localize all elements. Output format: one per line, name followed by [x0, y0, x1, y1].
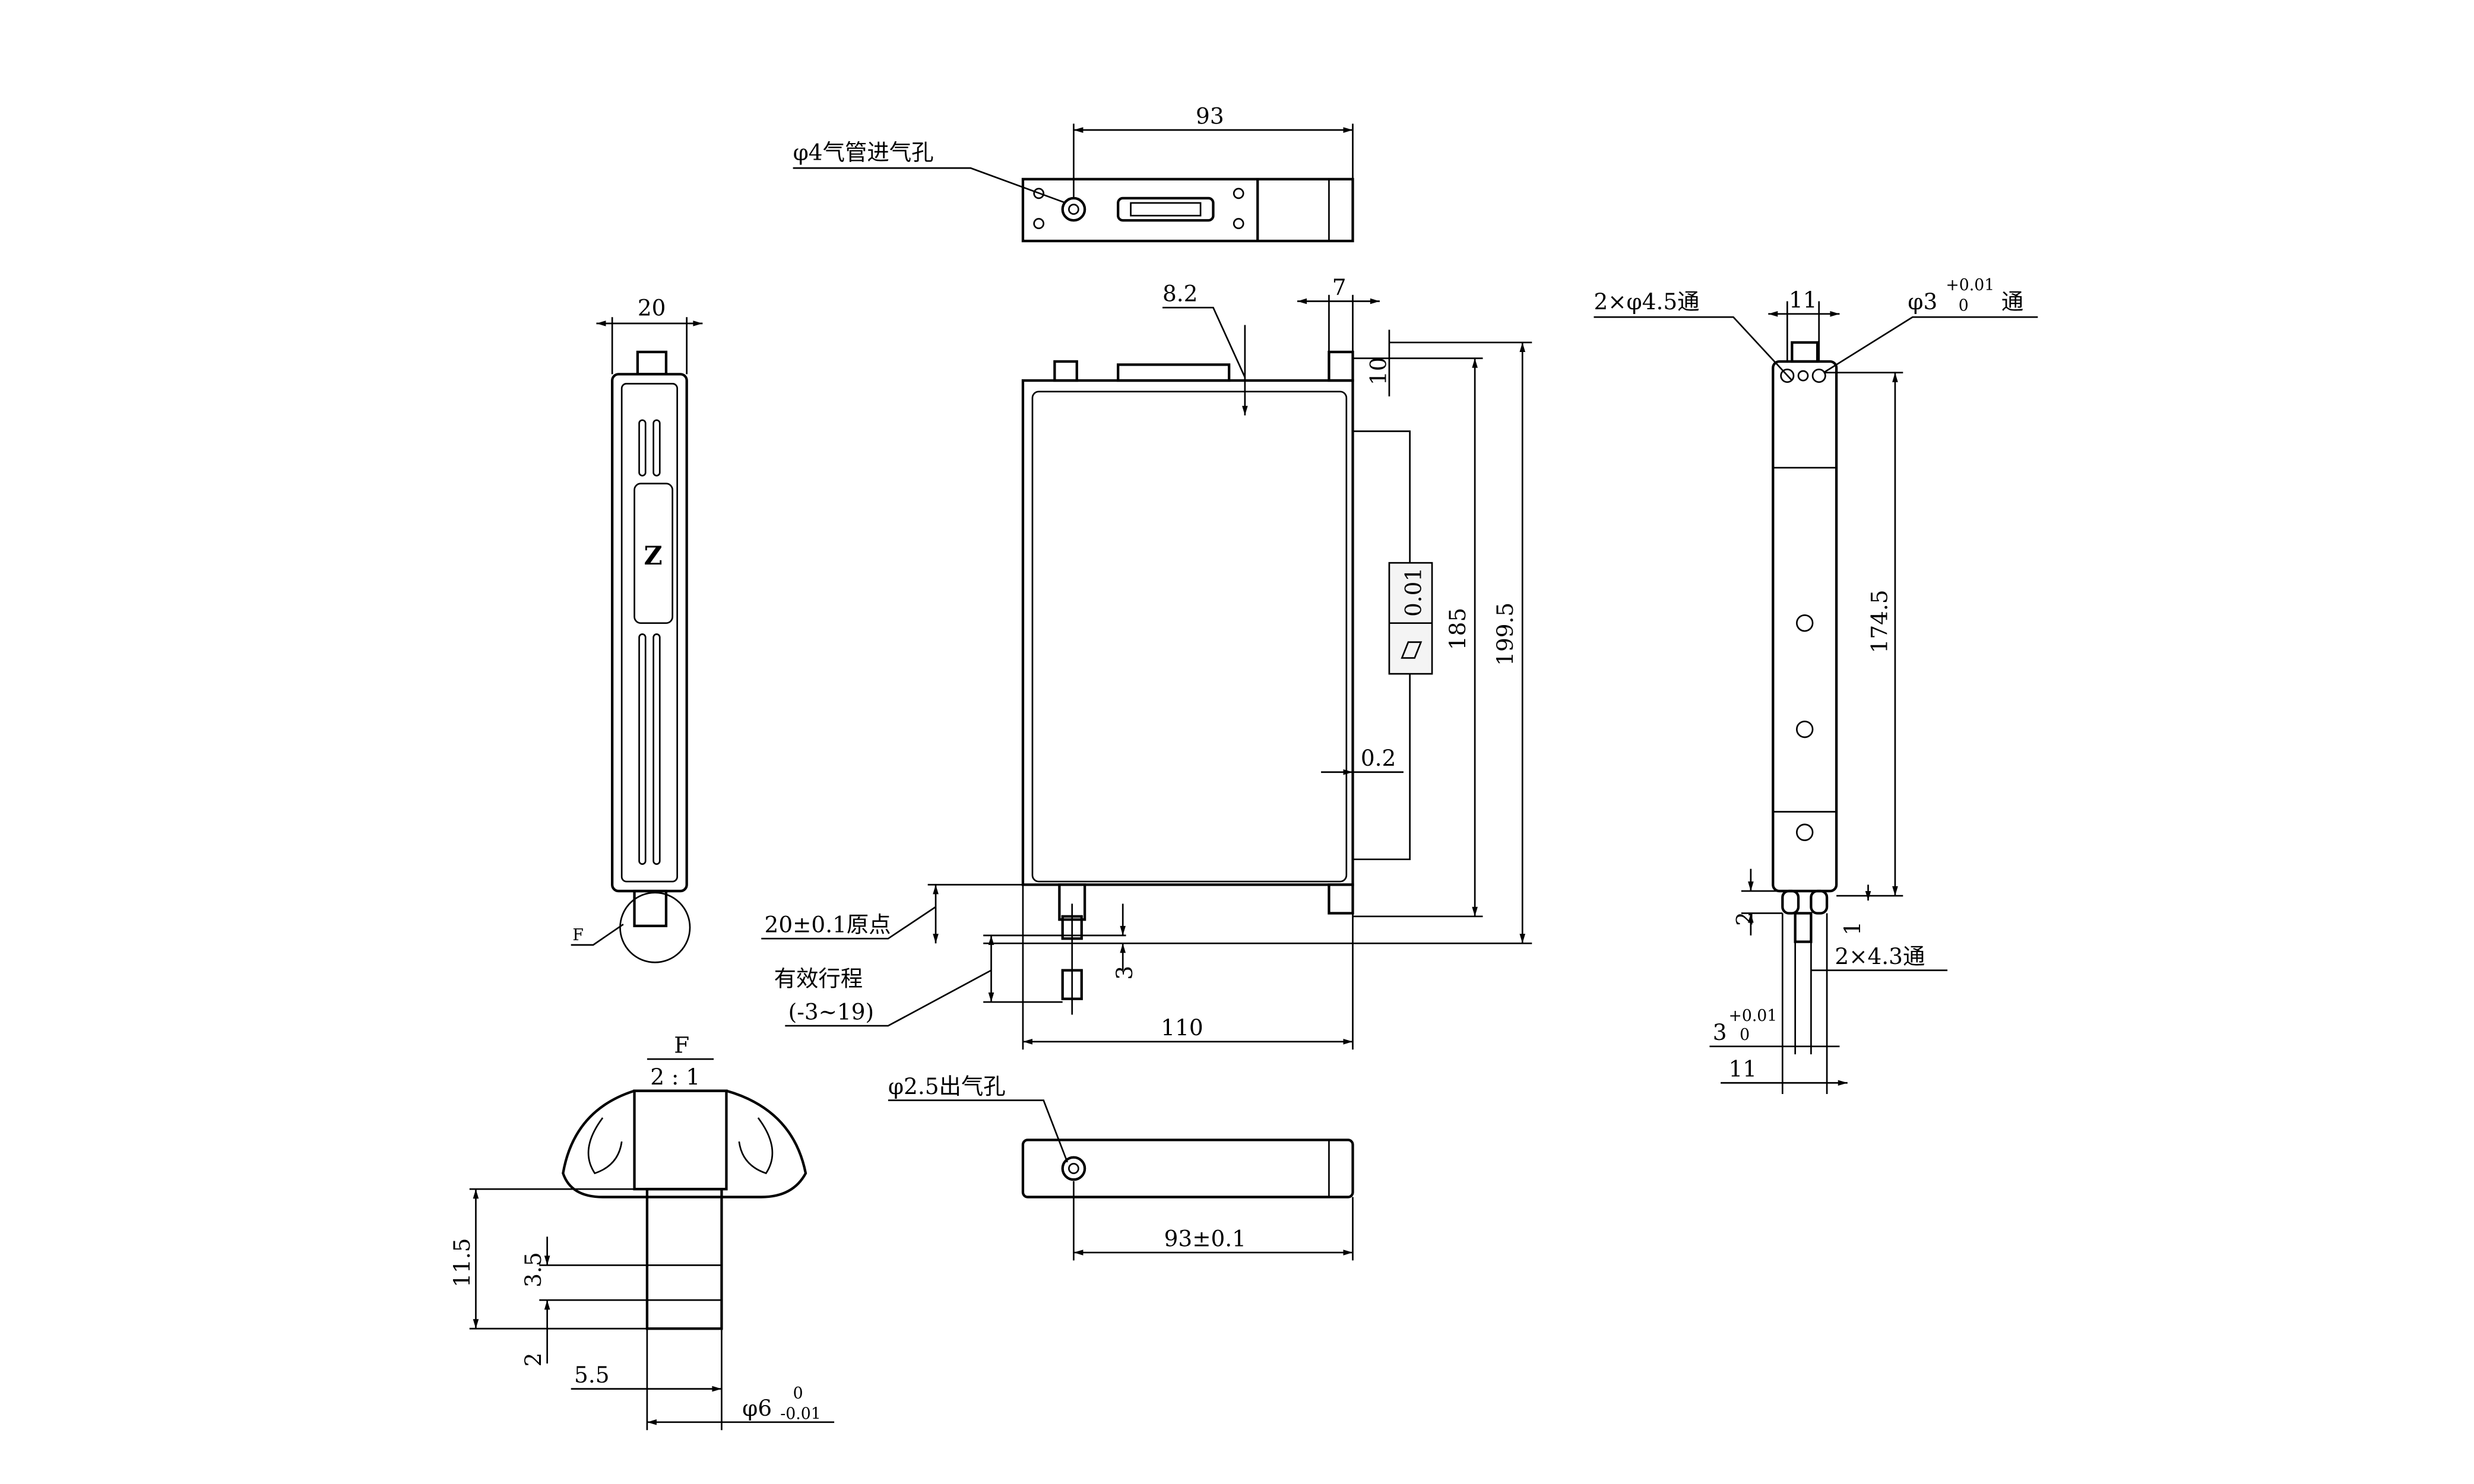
bottom-view: φ2.5出气孔 93±0.1: [888, 1073, 1354, 1261]
flatness-icon: [1401, 641, 1423, 659]
dia-tol-upper: 0: [793, 1384, 803, 1403]
right-view: 2×φ4.5通 11 φ3 +0.01 0 通 174.5 2 1 2×4.3通…: [1594, 276, 2038, 1094]
dia-tol-lower: -0.01: [780, 1404, 821, 1423]
dim-8-2: 8.2: [1162, 280, 1198, 306]
origin-label: 20±0.1原点: [765, 912, 891, 938]
inlet-label: φ4气管进气孔: [793, 139, 934, 166]
pin-hole-label: φ3: [1908, 288, 1937, 315]
pin-hole-icon: [1811, 368, 1826, 383]
mount-hole-icon: [1780, 368, 1795, 383]
detail-title: F: [674, 1032, 689, 1058]
stroke-label: 有效行程: [774, 965, 863, 991]
dim-3: 3: [1111, 966, 1138, 980]
side-view: Z 20 F: [571, 295, 703, 963]
slots-label: 2×4.3通: [1835, 943, 1925, 969]
detail-f-circle: [619, 892, 691, 963]
detail-ref-f: F: [572, 926, 584, 944]
connector-icon: [1117, 196, 1215, 222]
dim-20: 20: [638, 295, 666, 321]
dim-110: 110: [1161, 1014, 1203, 1041]
pin-tol-lower: 0: [1959, 297, 1969, 315]
dim-174-5: 174.5: [1867, 589, 1893, 653]
stroke-range: (-3~19): [788, 998, 874, 1025]
dim-2: 2: [520, 1353, 546, 1367]
logo-plate: [633, 483, 673, 624]
dim-11-top: 11: [1789, 287, 1817, 313]
tol-upper: +0.01: [1728, 1007, 1777, 1025]
holes-label: 2×φ4.5通: [1594, 288, 1699, 315]
flatness-value: 0.01: [1400, 567, 1426, 617]
dim-3-bottom: 3: [1713, 1019, 1727, 1045]
dim-2: 2: [1732, 912, 1758, 926]
dim-3-5: 3.5: [520, 1252, 546, 1287]
logo-z: Z: [644, 541, 663, 571]
dim-11-bottom: 11: [1728, 1056, 1757, 1082]
detail-scale: 2 : 1: [650, 1064, 700, 1090]
outlet-fitting-icon: [1061, 1156, 1086, 1181]
dim-1: 1: [1839, 921, 1865, 936]
dim-185: 185: [1445, 608, 1471, 650]
dim-199-5: 199.5: [1492, 603, 1518, 666]
dim-0-2: 0.2: [1361, 745, 1396, 771]
top-view: 93 φ4气管进气孔: [793, 103, 1354, 243]
dim-93: 93: [1196, 103, 1224, 129]
dim-5-5: 5.5: [574, 1362, 609, 1388]
dia-label: φ6: [742, 1395, 772, 1421]
front-view: 8.2 7 10 0.01 0.2 185 199.5 20±0.1原点 有效行…: [761, 274, 1532, 1050]
dim-93-tol: 93±0.1: [1164, 1225, 1246, 1251]
dim-7: 7: [1332, 274, 1347, 300]
pin-hole-suffix: 通: [2001, 288, 2023, 315]
outlet-label: φ2.5出气孔: [888, 1073, 1006, 1099]
dim-11-5: 11.5: [449, 1238, 475, 1288]
pin-tol-upper: +0.01: [1946, 276, 1994, 294]
detail-f: F 2 : 1 11.5 3.5 2 5.5 φ6 0 -0.01: [449, 1032, 835, 1431]
tol-lower: 0: [1740, 1026, 1750, 1044]
inlet-fitting-icon: [1061, 196, 1086, 222]
dim-10: 10: [1366, 357, 1392, 385]
flatness-frame: [1388, 562, 1433, 675]
